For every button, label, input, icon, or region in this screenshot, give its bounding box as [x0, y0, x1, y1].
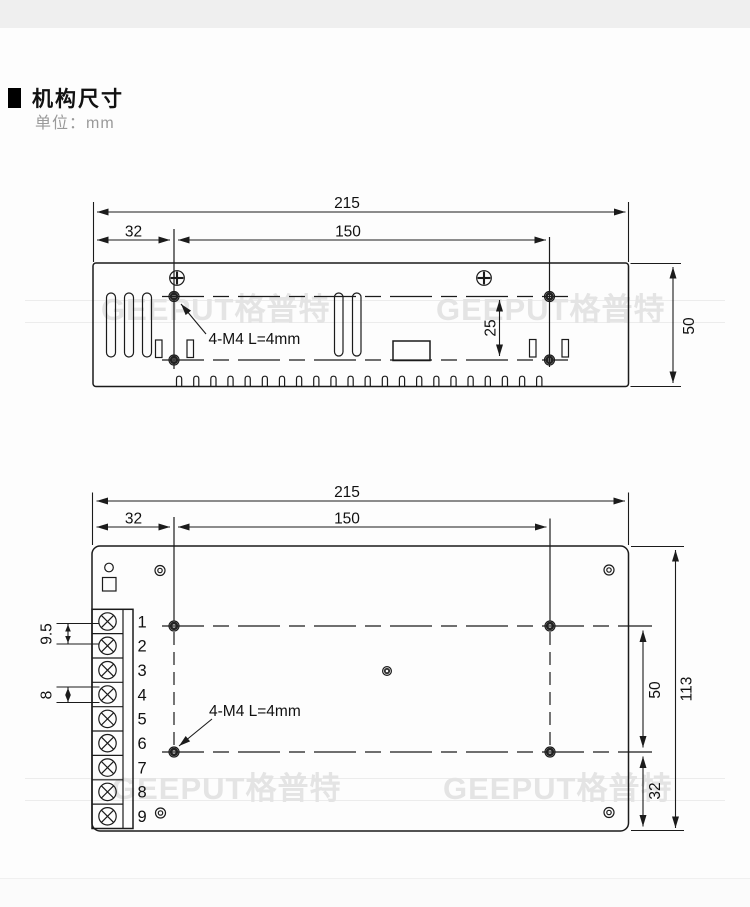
switch-cutout	[393, 341, 430, 361]
dim-hole-bottom-offset: 32	[647, 782, 664, 799]
top-view-drawing: 215 32 150 25 50 4-M4 L=4mm	[93, 195, 698, 387]
mounting-screw-label: 4-M4 L=4mm	[209, 703, 301, 720]
dim-hole-offset: 32	[125, 511, 142, 528]
vent-slot	[177, 376, 182, 386]
mounting-holes	[169, 621, 555, 757]
dim-overall-height: 50	[681, 317, 698, 335]
vent-slot	[194, 376, 199, 386]
bottom-vent-row	[177, 376, 542, 386]
screw-head-icon	[170, 271, 185, 286]
vent-slot	[211, 376, 216, 386]
vent-slot	[434, 376, 439, 386]
terminal-number: 6	[138, 735, 147, 753]
square-cutout	[103, 578, 117, 592]
vent-slot	[279, 376, 284, 386]
terminal-number: 3	[138, 662, 147, 680]
vent-slot	[485, 376, 490, 386]
dim-hole-spacing-v: 25	[483, 319, 500, 336]
led-hole	[105, 563, 114, 572]
vent-slot	[314, 376, 319, 386]
vent-slot	[382, 376, 387, 386]
terminal-number: 2	[138, 638, 147, 656]
vent-slot	[399, 376, 404, 386]
vent-slot	[502, 376, 507, 386]
screw-head-icon	[477, 271, 492, 286]
terminal-number: 8	[138, 784, 147, 802]
bottom-divider-bar	[0, 878, 750, 907]
dim-terminal-pitch-small: 8	[39, 691, 56, 700]
dim-overall-width: 215	[334, 484, 360, 501]
leader-arrow	[179, 719, 212, 746]
watermark-text: GEEPUT格普特	[436, 292, 665, 327]
watermark-text: GEEPUT格普特	[443, 771, 672, 806]
terminal-number: 4	[138, 686, 147, 704]
dim-overall-height: 113	[679, 677, 696, 702]
watermark-layer: GEEPUT格普特 GEEPUT格普特 GEEPUT格普特 GEEPUT格普特	[25, 292, 725, 806]
terminal-number: 1	[138, 613, 147, 631]
terminal-number: 7	[138, 759, 147, 777]
dim-hole-offset: 32	[125, 224, 142, 241]
vent-slot	[348, 376, 353, 386]
vent-slot	[331, 376, 336, 386]
vent-slot	[228, 376, 233, 386]
vent-slot	[245, 376, 250, 386]
vent-slot	[468, 376, 473, 386]
vent-slot	[520, 376, 525, 386]
center-hole	[383, 667, 392, 676]
mounting-screw-label: 4-M4 L=4mm	[209, 331, 301, 348]
dim-hole-spacing-v: 50	[647, 681, 664, 699]
vent-slot	[417, 376, 422, 386]
watermark-text: GEEPUT格普特	[101, 292, 330, 327]
vent-slot	[262, 376, 267, 386]
vent-slot	[451, 376, 456, 386]
dim-hole-spacing: 150	[335, 224, 361, 241]
terminal-number: 9	[138, 808, 147, 826]
vent-slot	[365, 376, 370, 386]
dim-hole-spacing: 150	[334, 511, 360, 528]
terminal-number: 5	[138, 711, 147, 729]
dim-overall-width: 215	[334, 195, 360, 212]
dim-terminal-pitch-large: 9.5	[39, 623, 56, 645]
vent-slot	[297, 376, 302, 386]
vent-slot	[537, 376, 542, 386]
